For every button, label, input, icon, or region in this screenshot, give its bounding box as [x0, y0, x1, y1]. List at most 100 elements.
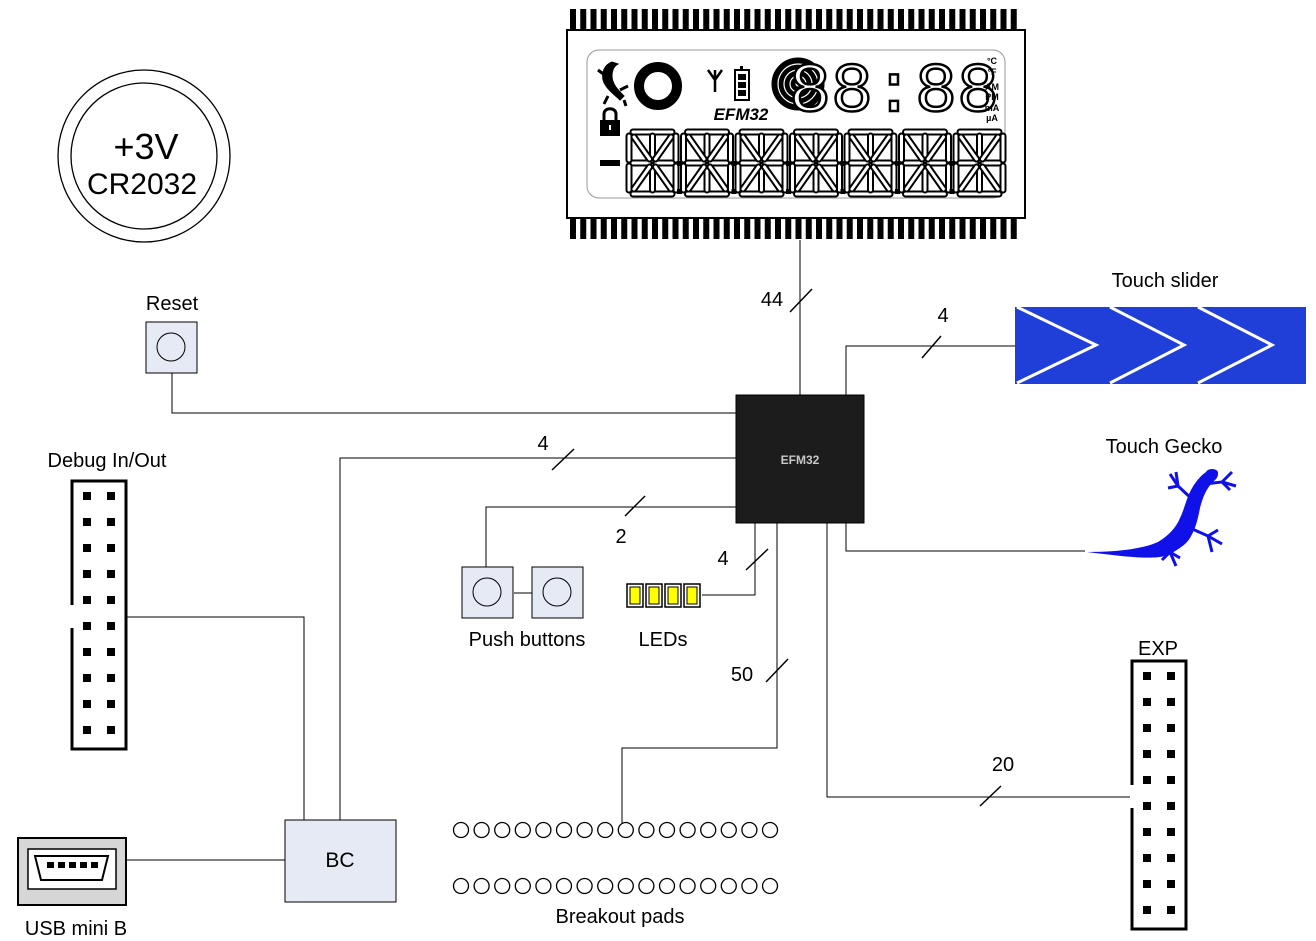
- breakout-pads-bottom-row: [452, 877, 779, 895]
- header-pin: [107, 596, 115, 604]
- header-pin: [83, 622, 91, 630]
- header-pin: [1167, 724, 1175, 732]
- usb-label: USB mini B: [25, 918, 127, 940]
- breakout-pad: [576, 877, 593, 895]
- lcd-pin: [887, 9, 894, 30]
- lcd-colon-dot: [949, 161, 955, 166]
- lcd-pin: [836, 218, 843, 239]
- exp-label: EXP: [1138, 638, 1178, 660]
- lcd-colon-dot: [677, 161, 682, 166]
- lcd-pin: [887, 218, 894, 239]
- lcd-pin: [570, 218, 576, 239]
- lcd-pin: [621, 218, 628, 239]
- lcd-pin: [1010, 9, 1017, 30]
- breakout-pad: [494, 877, 511, 895]
- lcd-unit-label: mA: [985, 103, 1000, 113]
- debug-label: Debug In/Out: [48, 450, 167, 472]
- lcd-pin: [867, 218, 874, 239]
- lcd-pin: [652, 218, 658, 239]
- debug-header[interactable]: [70, 479, 128, 751]
- header-pin: [83, 544, 91, 552]
- lcd-pin: [590, 9, 597, 30]
- wire-buttons: [485, 506, 736, 567]
- header-pin: [83, 596, 91, 604]
- lcd-segment-inner: [872, 165, 891, 191]
- header-pin: [1167, 802, 1175, 810]
- bus-width-labels: 44 4 4 2 4 50 20: [537, 289, 1014, 776]
- lcd-pin: [775, 218, 781, 239]
- lcd-pin: [693, 9, 699, 30]
- lcd-pin: [1000, 218, 1007, 239]
- breakout-pad: [473, 821, 490, 839]
- lcd-pin: [570, 9, 576, 30]
- reset-button[interactable]: [145, 321, 198, 374]
- lcd-logo-text: EFM32: [714, 105, 769, 124]
- lcd-pin: [672, 218, 679, 239]
- lcd-minus-sign: [600, 160, 620, 166]
- exp-header-pins: [1143, 672, 1175, 914]
- lcd-pin: [713, 218, 720, 239]
- header-pin: [107, 726, 115, 734]
- user-leds: [626, 583, 701, 608]
- header-pin: [107, 492, 115, 500]
- header-pin: [1167, 672, 1175, 680]
- lcd-segment-inner: [741, 165, 760, 191]
- lcd-pin: [713, 9, 720, 30]
- lcd-colon-dot: [786, 161, 791, 166]
- lcd-pin: [600, 218, 607, 239]
- gecko-icon: [1087, 469, 1237, 567]
- header-pin: [107, 570, 115, 578]
- lcd-pin: [703, 9, 710, 30]
- lcd-pin: [990, 218, 997, 239]
- lcd-pin: [631, 218, 638, 239]
- lcd-pin: [846, 9, 853, 30]
- lcd-gecko-icon: [597, 61, 629, 107]
- lcd-pin: [918, 218, 925, 239]
- lcd-pin: [928, 218, 935, 239]
- lcd-pin: [641, 9, 648, 30]
- header-pin: [107, 648, 115, 656]
- lcd-segment-digit: [898, 128, 955, 198]
- bus-slash-lcd: [789, 288, 813, 313]
- usb-mini-b-connector[interactable]: [17, 837, 127, 906]
- bus-width-slider: 4: [937, 305, 948, 327]
- usb-pin: [80, 862, 87, 868]
- lcd-pin: [785, 218, 792, 239]
- push-buttons-label: Push buttons: [469, 629, 586, 651]
- lcd-target-icon: [771, 57, 825, 111]
- breakout-pad: [658, 821, 676, 839]
- bus-width-buttons: 2: [615, 526, 626, 548]
- header-pin: [1167, 854, 1175, 862]
- lcd-segment-inner: [872, 135, 891, 161]
- lcd-pin: [734, 9, 740, 30]
- bus-width-leds: 4: [717, 548, 728, 570]
- lcd-pin: [826, 218, 833, 239]
- lcd-segment-inner: [817, 165, 836, 191]
- bus-width-debug: 4: [537, 433, 548, 455]
- led-0: [629, 586, 641, 605]
- touch-slider[interactable]: [1015, 305, 1306, 385]
- led-3: [686, 586, 698, 605]
- bus-slashes: [551, 288, 1002, 807]
- lcd-pin: [846, 218, 853, 239]
- breakout-pad: [514, 821, 531, 839]
- push-button-1[interactable]: [531, 566, 584, 619]
- header-pin: [83, 518, 91, 526]
- lcd-antenna-icon: [706, 69, 724, 92]
- push-button-0[interactable]: [461, 566, 514, 619]
- lcd-segment-inner: [654, 135, 673, 161]
- touch-slider-label: Touch slider: [1112, 270, 1219, 292]
- lcd-pin: [877, 218, 884, 239]
- exp-header[interactable]: [1130, 659, 1188, 931]
- lcd-pin: [754, 9, 761, 30]
- breakout-pad: [700, 877, 717, 895]
- lcd-pin: [775, 9, 781, 30]
- header-pin: [1143, 854, 1151, 862]
- lcd-pin: [682, 218, 689, 239]
- breakout-pad: [679, 877, 696, 895]
- lcd-lock-icon: [600, 107, 620, 136]
- lcd-segment-inner: [926, 165, 945, 191]
- lcd-pin: [980, 218, 986, 239]
